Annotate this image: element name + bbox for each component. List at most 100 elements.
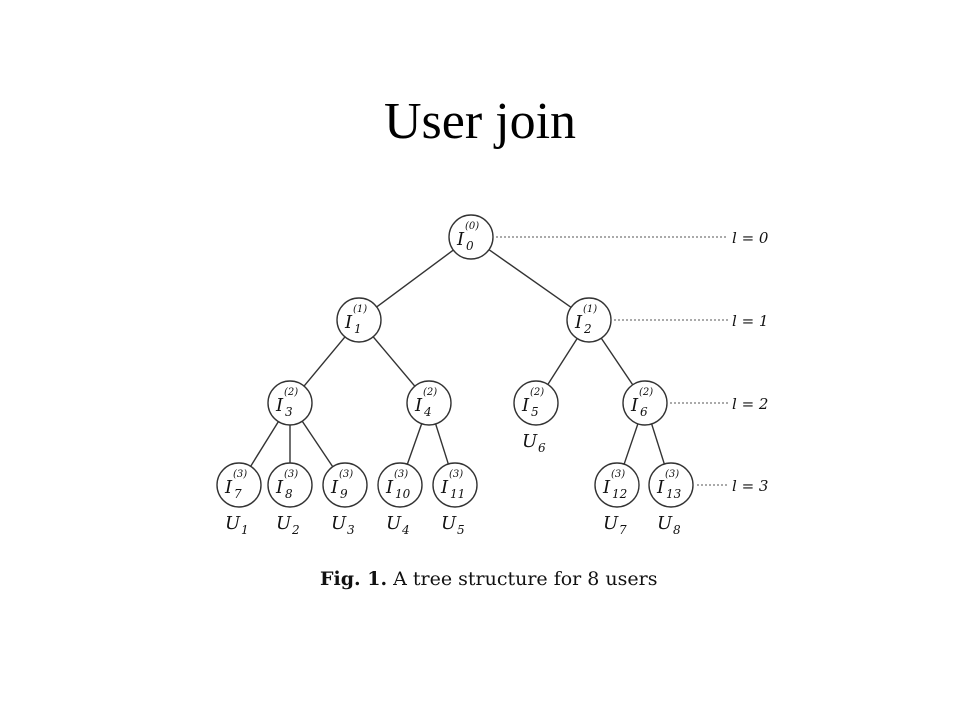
node-label: I: [414, 395, 423, 416]
user-subscript: 6: [538, 441, 546, 455]
user-label: U: [522, 431, 538, 452]
node-superscript: (3): [449, 469, 463, 480]
user-subscript: 1: [241, 523, 249, 537]
node-label: I: [574, 312, 583, 333]
node-subscript: 11: [450, 487, 465, 501]
node-subscript: 8: [285, 487, 293, 501]
user-label: U: [386, 513, 402, 534]
edge-I6-I12: [623, 423, 639, 465]
edge-I6-I13: [650, 423, 666, 465]
figure-caption-text: A tree structure for 8 users: [393, 568, 658, 590]
node-subscript: 4: [423, 405, 432, 419]
level-label-0: l = 0: [732, 229, 769, 247]
node-superscript: (3): [339, 469, 353, 480]
node-subscript: 7: [234, 487, 242, 501]
node-subscript: 13: [666, 487, 682, 501]
user-label: U: [331, 513, 347, 534]
node-subscript: 12: [612, 487, 627, 501]
node-label: I: [330, 477, 339, 498]
node-circle: [216, 462, 262, 508]
level-label-1: l = 1: [732, 312, 768, 330]
node-circle: [267, 380, 313, 426]
node-circle: [448, 214, 494, 260]
node-superscript: (3): [611, 469, 625, 480]
node-label: I: [224, 477, 233, 498]
node-superscript: (1): [353, 304, 367, 315]
node-subscript: 9: [340, 487, 348, 501]
user-label: U: [657, 513, 673, 534]
node-circle: [594, 462, 640, 508]
node-subscript: 10: [395, 487, 411, 501]
edge-I3-I9: [301, 420, 334, 468]
node-superscript: (3): [233, 469, 247, 480]
node-superscript: (0): [465, 221, 479, 232]
node-circle: [648, 462, 694, 508]
edge-I2-I6: [600, 337, 634, 386]
edge-I4-I10: [406, 423, 423, 465]
node-circle: [513, 380, 559, 426]
figure-caption: Fig. 1. A tree structure for 8 users: [320, 568, 658, 590]
node-subscript: 6: [640, 405, 648, 419]
user-subscript: 5: [457, 523, 465, 537]
node-subscript: 5: [531, 405, 539, 419]
tree-edges: [250, 249, 666, 468]
user-subscript: 3: [347, 523, 355, 537]
edge-I3-I7: [250, 421, 279, 467]
node-superscript: (1): [583, 304, 597, 315]
node-circle: [622, 380, 668, 426]
user-subscript: 4: [401, 523, 410, 537]
user-subscript: 2: [291, 523, 300, 537]
edge-I0-I2: [488, 249, 572, 308]
node-label: I: [456, 229, 465, 250]
node-superscript: (2): [284, 387, 298, 398]
node-superscript: (3): [284, 469, 298, 480]
node-superscript: (2): [639, 387, 653, 398]
slide-title: User join: [383, 93, 577, 150]
user-label: U: [276, 513, 292, 534]
node-subscript: 3: [285, 405, 293, 419]
node-circle: [336, 297, 382, 343]
node-circle: [322, 462, 368, 508]
level-label-3: l = 3: [732, 477, 768, 495]
node-circle: [267, 462, 313, 508]
node-circle: [406, 380, 452, 426]
node-label: I: [275, 477, 284, 498]
node-superscript: (2): [530, 387, 544, 398]
user-subscript: 7: [619, 523, 627, 537]
node-label: I: [602, 477, 611, 498]
node-circle: [377, 462, 423, 508]
user-subscript: 8: [673, 523, 681, 537]
level-label-2: l = 2: [732, 395, 768, 413]
level-guides: [496, 236, 728, 486]
node-subscript: 2: [583, 322, 592, 336]
node-label: I: [275, 395, 284, 416]
edge-I1-I3: [303, 336, 346, 387]
node-superscript: (2): [423, 387, 437, 398]
node-subscript: 1: [354, 322, 362, 336]
node-label: I: [385, 477, 394, 498]
edge-I0-I1: [376, 249, 454, 308]
node-label: I: [440, 477, 449, 498]
figure-caption-label: Fig. 1.: [320, 568, 388, 590]
node-circle: [432, 462, 478, 508]
node-superscript: (3): [665, 469, 679, 480]
node-superscript: (3): [394, 469, 408, 480]
edge-I1-I4: [372, 336, 416, 387]
edge-I2-I5: [547, 338, 578, 385]
level-labels: l = 0 l = 1 l = 2 l = 3: [732, 229, 769, 495]
